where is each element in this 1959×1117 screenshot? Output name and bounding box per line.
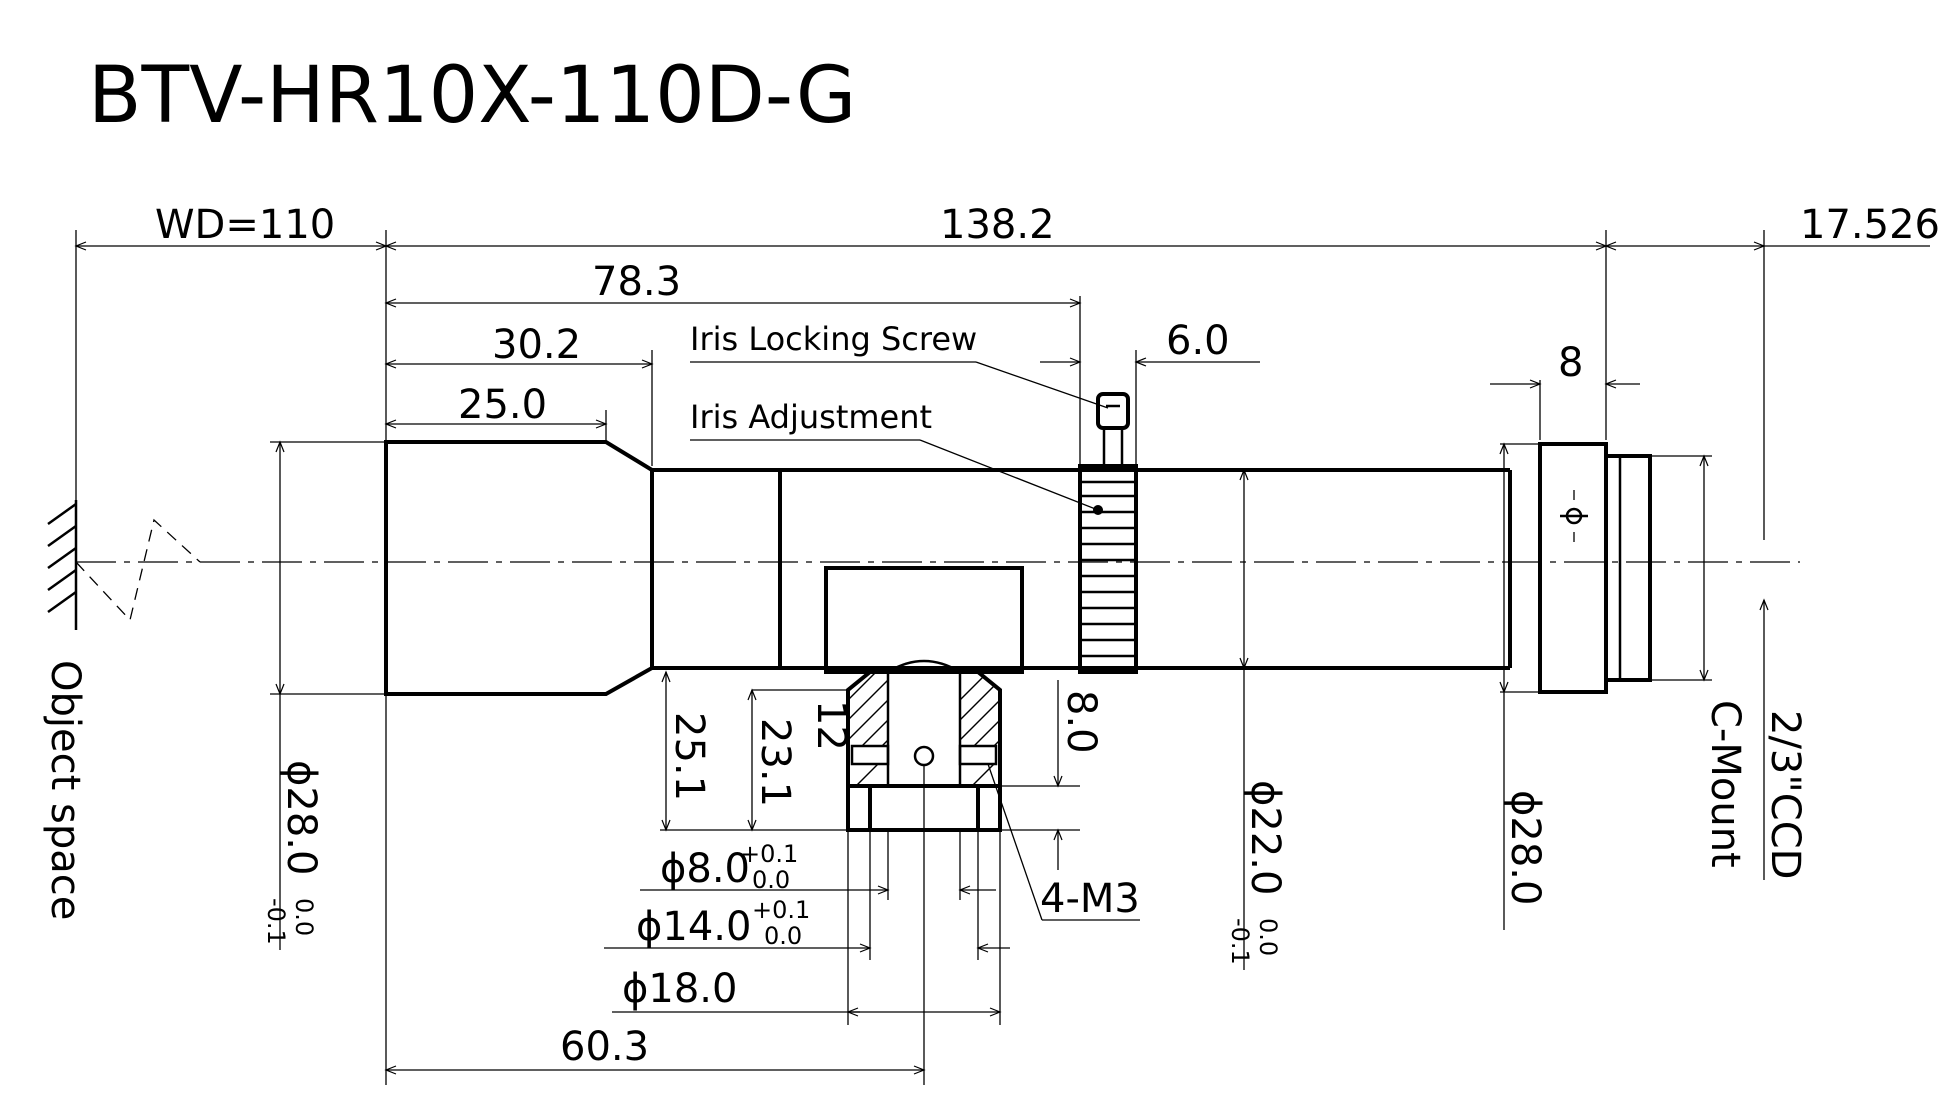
total-length-label: 138.2 bbox=[940, 202, 1055, 248]
iris-ring bbox=[1078, 464, 1138, 674]
rear-diameter-label: ϕ28.0 bbox=[1502, 790, 1548, 905]
dim-23-1-label: 23.1 bbox=[752, 718, 798, 807]
hole-8-tol-upper: +0.1 bbox=[740, 840, 798, 868]
barrel-diameter-label: ϕ22.0 bbox=[1242, 780, 1288, 895]
back-focus-label: 17.526 bbox=[1800, 202, 1940, 248]
mounting-block bbox=[824, 566, 1024, 832]
object-plane bbox=[47, 500, 201, 630]
dim-25-1-label: 25.1 bbox=[666, 712, 712, 801]
dim-12-label: 12 bbox=[808, 700, 854, 751]
dim-30-2-label: 30.2 bbox=[492, 322, 581, 368]
dim-8-0-label: 8.0 bbox=[1058, 690, 1104, 754]
hole-18-label: ϕ18.0 bbox=[622, 966, 737, 1012]
iris-adjustment-label: Iris Adjustment bbox=[690, 398, 932, 436]
drawing-title: BTV-HR10X-110D-G bbox=[88, 51, 856, 141]
hole-14-label: ϕ14.0 bbox=[636, 904, 751, 950]
hole-8-label: ϕ8.0 bbox=[660, 846, 750, 892]
wd-label: WD=110 bbox=[155, 202, 335, 248]
dim-25-0-label: 25.0 bbox=[458, 382, 547, 428]
hole-14-tol-upper: +0.1 bbox=[752, 896, 810, 924]
front-diameter-label: ϕ28.0 bbox=[278, 760, 324, 875]
object-space-label: Object space bbox=[42, 660, 88, 920]
c-mount-label: C-Mount bbox=[1702, 700, 1748, 868]
extension-lines bbox=[75, 230, 1765, 540]
barrel-tol-upper: 0.0 bbox=[1254, 918, 1282, 956]
iris-width-label: 6.0 bbox=[1166, 318, 1230, 364]
iris-locking-screw bbox=[1096, 392, 1130, 468]
front-tol-upper: 0.0 bbox=[290, 898, 318, 936]
front-tol-lower: -0.1 bbox=[262, 898, 290, 945]
iris-locking-screw-label: Iris Locking Screw bbox=[690, 320, 977, 358]
screws-label: 4-M3 bbox=[1040, 876, 1140, 922]
sensor-label: 2/3"CCD bbox=[1762, 710, 1808, 879]
iris-position-label: 78.3 bbox=[592, 259, 681, 305]
hole-14-tol-lower: 0.0 bbox=[764, 922, 802, 950]
mount-width-label: 8 bbox=[1558, 340, 1583, 386]
barrel-tol-lower: -0.1 bbox=[1226, 918, 1254, 965]
mount-position-label: 60.3 bbox=[560, 1024, 649, 1070]
hole-8-tol-lower: 0.0 bbox=[752, 866, 790, 894]
